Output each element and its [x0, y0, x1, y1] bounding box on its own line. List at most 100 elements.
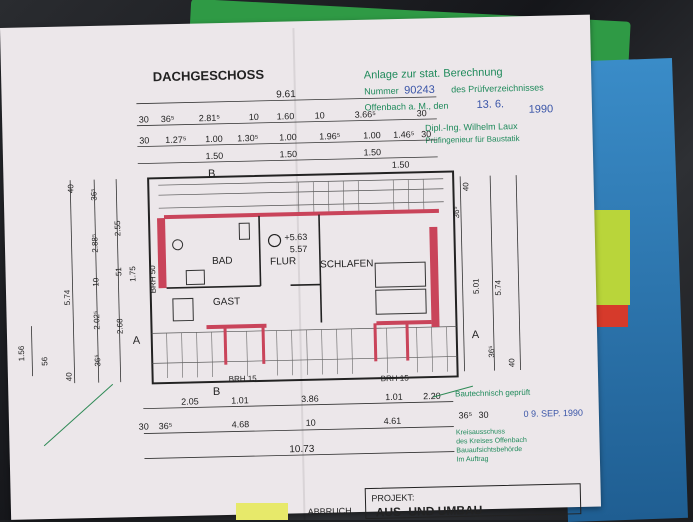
- svg-text:3.66⁵: 3.66⁵: [355, 109, 377, 119]
- svg-text:Bauaufsichtsbehörde: Bauaufsichtsbehörde: [456, 446, 522, 454]
- dim-top-overall: 9.61: [276, 89, 296, 100]
- pen-checkmarks: [43, 383, 474, 447]
- svg-text:4.61: 4.61: [384, 416, 402, 426]
- svg-text:1.75: 1.75: [128, 266, 137, 282]
- dim-top-row2: 30 36⁵ 2.81⁵ 10 1.60 10 3.66⁵ 30: [139, 108, 427, 125]
- stamp-nummer-suffix: des Prüfverzeichnisses: [451, 82, 544, 94]
- dim-top-row4: 1.50 1.50 1.50 1.50: [206, 147, 410, 170]
- svg-text:36⁵: 36⁵: [159, 421, 173, 431]
- stamp-day: 13. 6.: [476, 98, 504, 111]
- dim-left-values: 40 36⁵ 2.88⁵ 2.55 5.74 51 1.75 10 2.02⁵ …: [17, 184, 138, 382]
- svg-text:1.00: 1.00: [279, 132, 297, 142]
- section-mark-b-bottom: B: [213, 386, 221, 398]
- svg-text:10: 10: [91, 277, 100, 287]
- svg-text:1.00: 1.00: [363, 130, 381, 140]
- svg-text:30: 30: [139, 421, 149, 431]
- stamp-engineer: Dipl.-Ing. Wilhelm Laux: [425, 121, 518, 133]
- svg-text:40: 40: [461, 182, 470, 192]
- svg-text:1.96⁵: 1.96⁵: [319, 131, 341, 141]
- svg-text:51: 51: [114, 267, 123, 277]
- level-label-1: +5.63: [284, 232, 307, 243]
- svg-text:30: 30: [421, 129, 431, 139]
- right-dimension-lines: [459, 175, 521, 372]
- svg-text:1.56: 1.56: [17, 345, 26, 361]
- level-marker-symbol: [267, 233, 282, 248]
- svg-text:Im Auftrag: Im Auftrag: [456, 456, 488, 464]
- svg-text:3.86: 3.86: [301, 394, 319, 404]
- dim-bottom-row1: 2.05 1.01 3.86 1.01 2.20: [181, 391, 441, 407]
- svg-text:2.68: 2.68: [115, 318, 124, 334]
- svg-text:2.20: 2.20: [423, 391, 441, 401]
- level-label-2: 5.57: [290, 244, 308, 254]
- svg-text:1.50: 1.50: [206, 151, 224, 161]
- brochure-red-panel: [588, 305, 628, 327]
- room-label-flur: FLUR: [270, 256, 296, 268]
- svg-text:1.27⁵: 1.27⁵: [165, 135, 187, 145]
- legend-abbruch: ABBRUCH: [308, 506, 352, 517]
- svg-text:2.05: 2.05: [181, 396, 199, 406]
- section-mark-a-right: A: [472, 329, 480, 341]
- svg-text:40: 40: [507, 358, 516, 368]
- svg-text:36⁵: 36⁵: [89, 188, 98, 200]
- room-label-schlafen: SCHLAFEN: [320, 258, 374, 270]
- section-mark-b-top: B: [208, 168, 216, 180]
- svg-text:des Kreises Offenbach: des Kreises Offenbach: [456, 437, 527, 446]
- room-label-bad: BAD: [212, 256, 233, 267]
- svg-text:36⁵: 36⁵: [452, 206, 461, 218]
- brh-15-label-left: BRH 15: [229, 374, 258, 384]
- svg-text:2.88⁵: 2.88⁵: [90, 234, 99, 253]
- svg-text:40: 40: [66, 184, 75, 194]
- stamp-nummer-label: Nummer: [364, 86, 399, 97]
- stamp-nummer-value: 90243: [404, 84, 435, 97]
- svg-text:40: 40: [64, 372, 73, 382]
- top-rafters: [297, 179, 425, 216]
- stamp-year: 1990: [529, 103, 554, 116]
- svg-text:10: 10: [306, 418, 316, 428]
- dim-bottom-overall: 10.73: [289, 444, 315, 456]
- svg-text:1.46⁵: 1.46⁵: [393, 129, 415, 139]
- svg-text:10: 10: [249, 112, 259, 122]
- stamp-line1: Anlage zur stat. Berechnung: [364, 66, 503, 81]
- svg-text:1.01: 1.01: [385, 392, 403, 402]
- dim-right-values: 40 36⁵ 5.01 5.74 36⁵ 40: [452, 182, 517, 368]
- room-label-gast: GAST: [213, 296, 240, 308]
- top-dimension-lines: [136, 96, 438, 165]
- svg-text:2.02⁵: 2.02⁵: [92, 311, 101, 330]
- new-walls-red: [157, 208, 440, 365]
- svg-text:1.50: 1.50: [363, 147, 381, 157]
- interior-walls: [166, 214, 323, 323]
- left-dimension-lines: [31, 179, 122, 384]
- bottom-rafters: [166, 326, 448, 379]
- svg-text:5.74: 5.74: [63, 289, 72, 305]
- svg-text:2.55: 2.55: [113, 220, 122, 236]
- svg-text:Kreisausschuss: Kreisausschuss: [456, 428, 506, 436]
- brh-15-label-right: BRH 15: [381, 374, 410, 384]
- svg-text:1.01: 1.01: [231, 395, 249, 405]
- bottom-dimension-lines: [143, 401, 455, 459]
- svg-text:Bautechnisch geprüft: Bautechnisch geprüft: [455, 388, 531, 399]
- project-box: [364, 483, 582, 520]
- building-outline: [147, 170, 459, 385]
- beds: [374, 261, 427, 315]
- projekt-value: AUS- UND UMBAU: [376, 503, 483, 519]
- svg-text:1.60: 1.60: [277, 111, 295, 121]
- svg-text:56: 56: [40, 356, 49, 366]
- yellow-legend-swatch: [236, 503, 288, 520]
- svg-text:36⁵: 36⁵: [93, 354, 102, 366]
- approval-stamp-top: Anlage zur stat. Berechnung Nummer 90243…: [364, 66, 554, 145]
- svg-text:30: 30: [139, 114, 149, 124]
- svg-text:1.50: 1.50: [279, 149, 297, 159]
- svg-text:30: 30: [139, 135, 149, 145]
- svg-text:1.30⁵: 1.30⁵: [237, 133, 259, 143]
- svg-text:0 9. SEP. 1990: 0 9. SEP. 1990: [523, 408, 583, 419]
- svg-text:10: 10: [315, 110, 325, 120]
- svg-text:36⁵: 36⁵: [487, 345, 496, 357]
- dim-bottom-row2: 30 36⁵ 4.68 10 4.61 36⁵ 30: [139, 410, 489, 432]
- svg-text:4.68: 4.68: [232, 419, 250, 429]
- svg-text:36⁵: 36⁵: [161, 114, 175, 124]
- svg-text:1.50: 1.50: [392, 159, 410, 169]
- svg-text:1.00: 1.00: [205, 134, 223, 144]
- svg-text:5.74: 5.74: [493, 279, 502, 295]
- stamp-engineer-role: Prüfingenieur für Baustatik: [425, 134, 520, 145]
